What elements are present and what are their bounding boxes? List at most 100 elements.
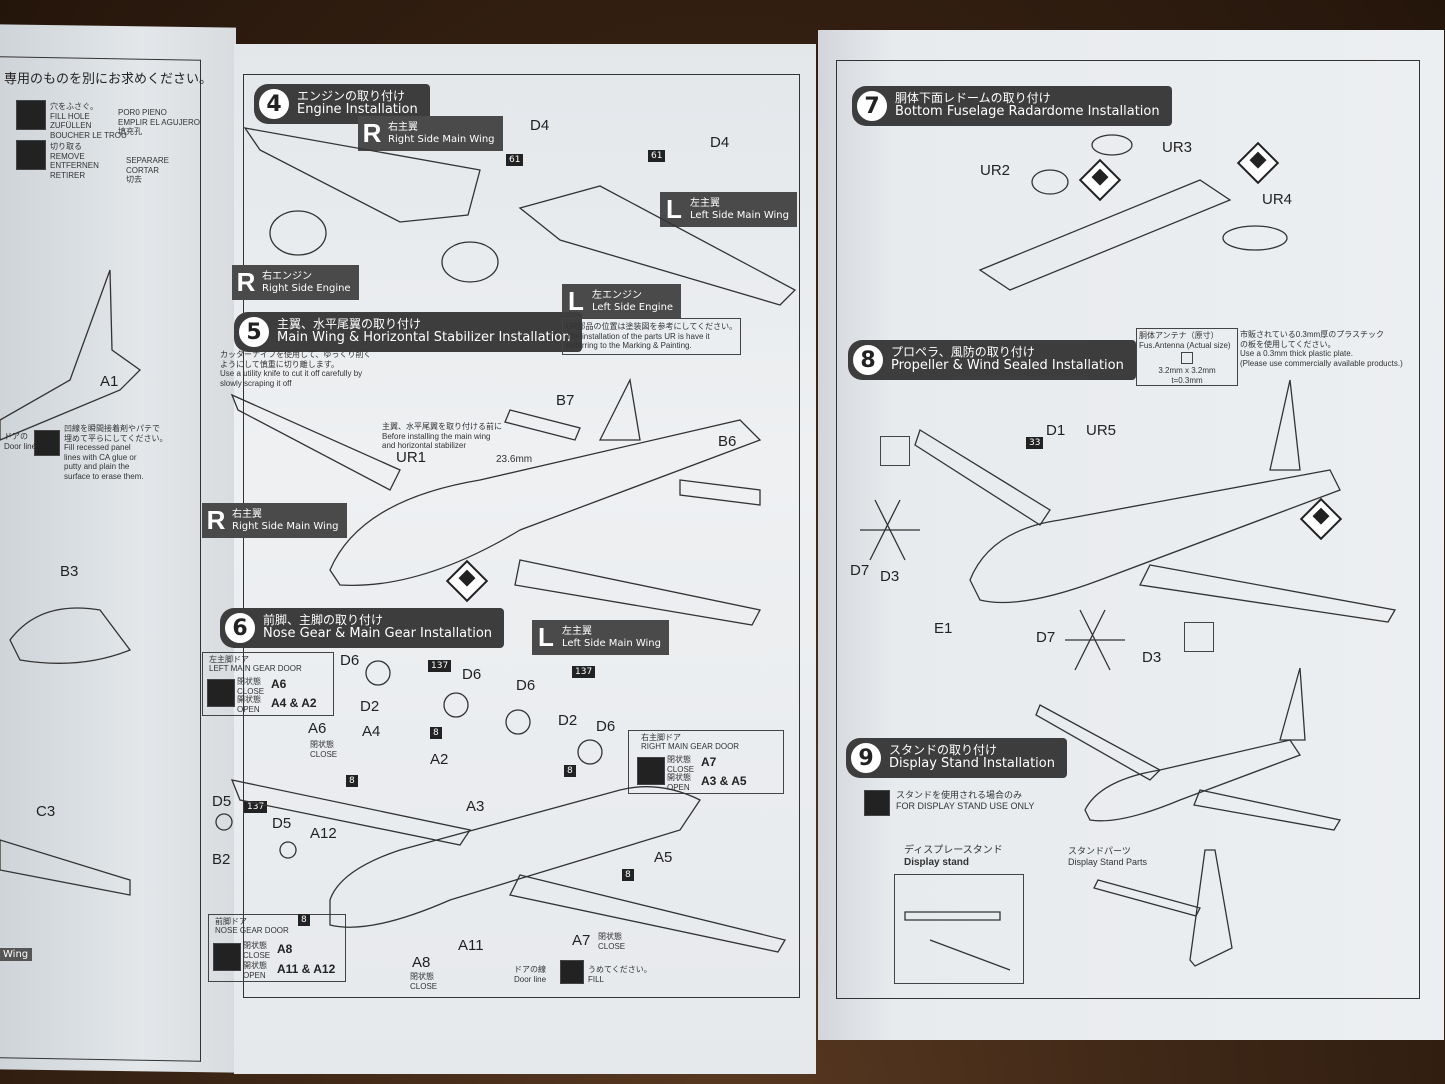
step8-propeller (1065, 609, 1125, 671)
right-door-en: RIGHT MAIN GEAR DOOR (641, 742, 740, 751)
step6-part-d5: D5 (212, 793, 232, 810)
antenna-box: 胴体アンテナ（原寸） Fus.Antenna (Actual size) 3.2… (1136, 328, 1238, 386)
step6-part-d6: D6 (596, 718, 616, 735)
step8-title-jp: プロペラ、風防の取り付け (891, 344, 1035, 359)
nose-door-jp: 前脚ドア (215, 917, 247, 926)
step8-part-d1: D1 (1046, 422, 1066, 439)
step4-left-engine (441, 241, 499, 283)
step8-right-wing (914, 429, 1051, 526)
step9-stand-arm (1093, 879, 1201, 917)
step6-part-d2: D2 (360, 698, 380, 715)
part-label-c3: C3 (36, 803, 56, 820)
left-wing-part (0, 839, 131, 896)
tag-letter: R (206, 505, 226, 535)
step8-part-d7: D7 (1036, 629, 1056, 646)
left-door-en: LEFT MAIN GEAR DOOR (209, 664, 302, 673)
step5-part-ur1: UR1 (396, 449, 427, 466)
part-label-b3: B3 (60, 563, 79, 580)
step6-part-a2: A2 (430, 751, 449, 768)
step6-part-b2: B2 (212, 851, 231, 868)
step6-part-d6: D6 (516, 677, 536, 694)
step5-tail-fin (598, 377, 641, 441)
step6-title-en: Nose Gear & Main Gear Installation (263, 626, 493, 642)
tag-jp: 右主翼 (232, 509, 262, 520)
step5-part-b6: B6 (718, 433, 737, 450)
step9-stand-bar (904, 911, 1001, 921)
step6-part-a3: A3 (466, 798, 485, 815)
fill-icon (560, 960, 584, 984)
step4-title-en: Engine Installation (297, 102, 418, 118)
step5-stabilizer (679, 479, 761, 506)
step7-part-ur2: UR2 (980, 162, 1011, 179)
step6-part-a4: A4 (362, 723, 381, 740)
step5-title-jp: 主翼、水平尾翼の取り付け (277, 316, 422, 331)
left-open-parts: A4 & A2 (271, 696, 317, 710)
tag-jp: 左主翼 (690, 198, 720, 209)
tag-letter: L (666, 194, 682, 224)
step5-left-wing (514, 559, 761, 626)
step6-number: 6 (223, 611, 257, 645)
step9-stand-pole (1189, 849, 1233, 967)
tag-letter: R (362, 118, 382, 148)
step8-number: 8 (851, 343, 885, 377)
step8-propeller (860, 499, 920, 561)
step5-knife-note: カッターナイフを使用して、ゆっくり削くようにして慎重に切り離します。Use a … (220, 350, 372, 388)
step5-fuselage (329, 419, 762, 587)
step6-part-d5: D5 (272, 815, 292, 832)
step4-part-d4-left: D4 (710, 134, 730, 151)
tag-en: Left Side Main Wing (690, 209, 789, 221)
left-header: 専用のものを別にお求めください。 (4, 71, 213, 86)
step5-title-en: Main Wing & Horizontal Stabilizer Instal… (277, 330, 571, 346)
step4-right-engine (269, 210, 327, 256)
tag-en: Left Side Engine (592, 301, 674, 313)
step7-ur2-dome (1031, 169, 1069, 195)
step6-left-wing (509, 874, 786, 953)
step8-part-d3: D3 (1142, 649, 1162, 666)
fill-hole-icon (16, 100, 46, 130)
right-door-jp: 右主脚ドア (641, 733, 681, 742)
step6-part-a6: A6 (308, 720, 327, 737)
step4-part-d4-right: D4 (530, 117, 550, 134)
step6-paint-137: 137 (428, 660, 452, 672)
step7-part-ur3: UR3 (1162, 139, 1193, 156)
step7-ur3-dome (1091, 134, 1133, 156)
step6-paint-8: 8 (564, 765, 576, 777)
plate-note: 市販されている0.3mm厚のプラスチックの板を使用してください。Use a 0.… (1240, 330, 1403, 368)
tag-jp: 左エンジン (592, 290, 642, 301)
remove-icon (16, 140, 46, 170)
step4-paint-61-left: 61 (648, 150, 666, 162)
right-close-parts: A7 (701, 755, 717, 769)
tag-en: Right Side Engine (262, 282, 351, 294)
step6-wheel (505, 709, 531, 735)
step9-fuselage (1084, 739, 1301, 822)
step5-part-b7: B7 (556, 392, 575, 409)
step9-stand-base (929, 939, 1011, 971)
step6-paint-137: 137 (572, 666, 596, 678)
left-close-parts: A6 (271, 677, 287, 691)
remove-part-icon (880, 436, 910, 466)
step9-tail-fin (1279, 667, 1306, 741)
step5-stabilizer (504, 409, 581, 441)
step5-measure: 23.6mm (496, 454, 533, 465)
step9-title-en: Display Stand Installation (889, 756, 1055, 772)
step6-part-a7: A7 (572, 932, 591, 949)
